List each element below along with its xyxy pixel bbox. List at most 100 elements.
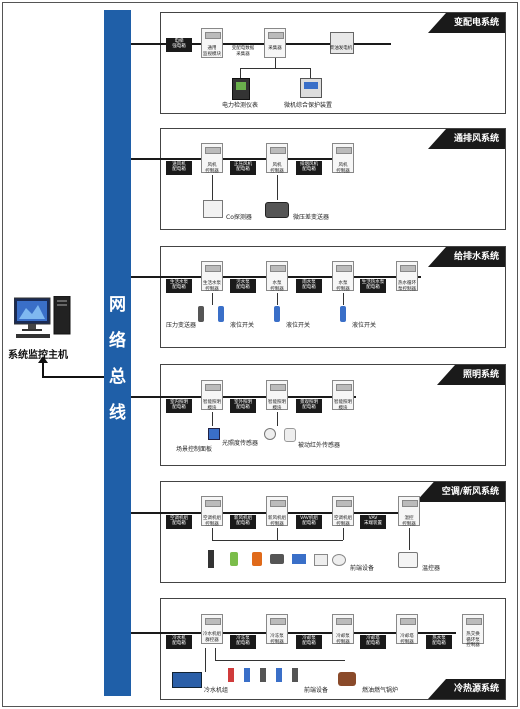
- device-label: 柴油发电机: [329, 46, 353, 51]
- connector: [240, 68, 310, 69]
- device-label: 温控器: [422, 565, 441, 572]
- controller-label: 热水循环泵控制器: [398, 281, 416, 292]
- level-switch-icon: [340, 306, 346, 322]
- host-label: 系统监控主机: [8, 350, 68, 361]
- device-label: 微机综合保护装置: [284, 102, 333, 109]
- controller-icon: [398, 496, 420, 526]
- panel-title: 冷热源系统: [427, 679, 505, 699]
- connector: [343, 293, 344, 305]
- controller-icon: [332, 380, 354, 410]
- protection-device-icon: [300, 78, 322, 98]
- connector: [275, 58, 276, 68]
- controller-icon: [462, 614, 484, 644]
- device-label: 前端设备: [350, 565, 375, 572]
- device-label: 液位开关: [352, 322, 377, 329]
- pressure-transmitter-icon: [265, 202, 289, 218]
- controller-icon: [266, 143, 288, 173]
- device-label: 液位开关: [286, 322, 311, 329]
- controller-label: 智能照明模块: [268, 400, 286, 411]
- distribution-box: 冷冻泵配电箱: [230, 635, 256, 649]
- connector: [212, 528, 213, 540]
- controller-label: 冷却泵控制器: [336, 634, 350, 645]
- controller-label: 温控控制器: [402, 516, 416, 527]
- controller-icon: [201, 380, 223, 410]
- bus-char: 络: [109, 331, 126, 351]
- connector: [277, 412, 278, 426]
- panel-title: 照明系统: [436, 365, 505, 385]
- distribution-box: 冷却塔配电箱: [360, 635, 386, 649]
- connector: [343, 528, 344, 540]
- distribution-box: VAV机组配电箱: [296, 515, 322, 529]
- bus-branch: [131, 158, 351, 160]
- host-arrow-icon: [38, 356, 48, 363]
- connector: [277, 175, 278, 200]
- sensor-icon: [314, 554, 328, 566]
- power-meter-icon: [232, 78, 250, 100]
- device-label: 场景控制面板: [176, 446, 213, 453]
- distribution-box: 正压风机配电箱: [230, 161, 256, 175]
- connector: [277, 528, 278, 540]
- controller-label: 智能照明模块: [203, 400, 221, 411]
- sensor-icon: [228, 668, 234, 682]
- sensor-icon: [292, 668, 298, 682]
- bus-branch: [131, 396, 356, 398]
- controller-icon: [201, 614, 223, 644]
- chiller-icon: [172, 672, 202, 688]
- controller-label: 热交换循环泵控制器: [466, 632, 480, 648]
- device-label: 冷水机组: [204, 687, 229, 694]
- connector: [310, 68, 311, 78]
- device-label: 压力变送器: [166, 322, 197, 329]
- controller-icon: [266, 380, 288, 410]
- controller-label: 智能照明模块: [334, 400, 352, 411]
- host-computer-icon: [13, 295, 72, 340]
- bus-branch: [131, 632, 456, 634]
- controller-label: 冷水机组群控器: [203, 632, 221, 643]
- distribution-box: 景观照明配电箱: [296, 399, 322, 413]
- connector: [212, 175, 213, 200]
- device-label: 微压差变送器: [293, 214, 330, 221]
- controller-label: 风机控制器: [336, 163, 350, 174]
- controller-label: 冷冻泵控制器: [270, 634, 284, 645]
- distribution-box: 排烟风机配电箱: [296, 161, 322, 175]
- panel-title: 通排风系统: [427, 129, 505, 149]
- controller-icon: [266, 614, 288, 644]
- bus-char: 总: [109, 367, 126, 387]
- pressure-transmitter-icon: [198, 306, 204, 322]
- host-bus-link: [42, 360, 44, 376]
- level-switch-icon: [218, 306, 224, 322]
- actuator-icon: [252, 552, 262, 566]
- connector: [215, 648, 216, 660]
- distribution-box: 雨水泵配电箱: [296, 279, 322, 293]
- distribution-box: 室外照明配电箱: [230, 399, 256, 413]
- controller-label: 风机控制器: [205, 163, 219, 174]
- distribution-box: 生活水泵配电箱: [166, 279, 192, 293]
- connector: [277, 293, 278, 305]
- network-bus: [104, 10, 131, 696]
- controller-icon: [396, 261, 418, 291]
- controller-icon: [266, 496, 288, 526]
- controller-label: 采集器: [268, 46, 282, 51]
- distribution-box: 室内照明配电箱: [166, 399, 192, 413]
- distribution-box: 污水泵配电箱: [230, 279, 256, 293]
- controller-icon: [332, 614, 354, 644]
- controller-label: 通用监视模块: [203, 46, 221, 57]
- controller-icon: [201, 496, 223, 526]
- controller-icon: [201, 143, 223, 173]
- light-sensor-icon: [264, 428, 276, 440]
- sensor-icon: [332, 554, 346, 566]
- device-label: 光照度传感器: [222, 440, 259, 447]
- connector: [205, 648, 206, 672]
- connector: [409, 528, 410, 550]
- sensor-icon: [260, 668, 266, 682]
- co-detector-icon: [203, 200, 223, 218]
- controller-label: 生活水泵控制器: [203, 281, 221, 292]
- connector: [215, 660, 345, 661]
- controller-icon: [266, 261, 288, 291]
- panel-title: 给排水系统: [427, 247, 505, 267]
- sensor-icon: [292, 554, 306, 564]
- connector: [212, 540, 343, 541]
- controller-icon: [332, 261, 354, 291]
- distribution-box: 生活热水泵配电箱: [360, 279, 386, 293]
